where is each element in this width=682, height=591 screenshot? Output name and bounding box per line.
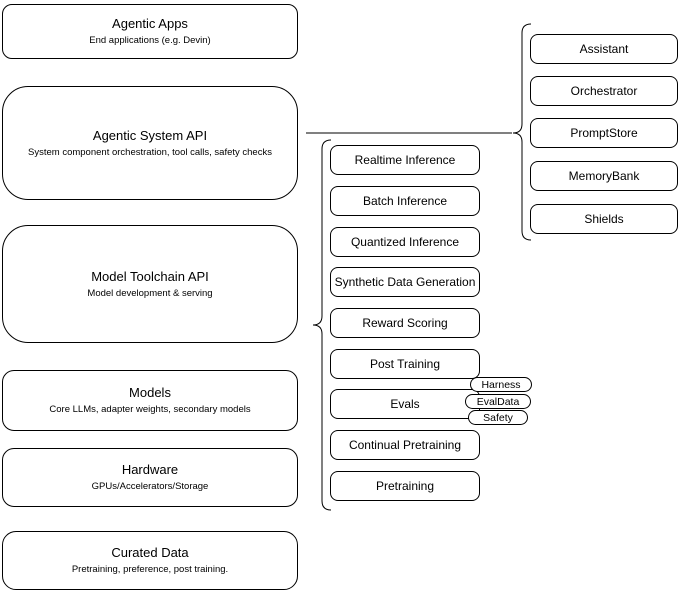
layer-subtitle: GPUs/Accelerators/Storage: [91, 481, 209, 492]
system-component-assistant: Assistant: [530, 34, 678, 64]
system-components-brace: [512, 23, 532, 241]
layer-title: Model Toolchain API: [91, 268, 209, 284]
system-component-orchestrator: Orchestrator: [530, 76, 678, 106]
layer-title: Models: [129, 385, 171, 400]
layer-agentic-apps: Agentic Apps End applications (e.g. Devi…: [2, 4, 298, 59]
layer-curated-data: Curated Data Pretraining, preference, po…: [2, 531, 298, 590]
evals-tag-safety: Safety: [468, 410, 528, 425]
system-component-promptstore: PromptStore: [530, 118, 678, 148]
layer-subtitle: Pretraining, preference, post training.: [71, 564, 229, 575]
toolchain-item-pretraining: Pretraining: [330, 471, 480, 501]
evals-tag-evaldata: EvalData: [465, 394, 531, 409]
toolchain-item-batch-inference: Batch Inference: [330, 186, 480, 216]
layer-agentic-system-api: Agentic System API System component orch…: [2, 86, 298, 200]
evals-tag-harness: Harness: [470, 377, 532, 392]
layer-hardware: Hardware GPUs/Accelerators/Storage: [2, 448, 298, 507]
layer-subtitle: Core LLMs, adapter weights, secondary mo…: [49, 404, 251, 415]
system-component-shields: Shields: [530, 204, 678, 234]
toolchain-item-quantized-inference: Quantized Inference: [330, 227, 480, 257]
layer-title: Agentic Apps: [112, 16, 188, 31]
toolchain-item-continual-pretraining: Continual Pretraining: [330, 430, 480, 460]
layer-title: Agentic System API: [92, 127, 208, 143]
layer-subtitle: System component orchestration, tool cal…: [28, 146, 272, 158]
toolchain-item-synthetic-data-generation: Synthetic Data Generation: [330, 267, 480, 297]
layer-model-toolchain-api: Model Toolchain API Model development & …: [2, 225, 298, 343]
toolchain-item-realtime-inference: Realtime Inference: [330, 145, 480, 175]
layer-title: Curated Data: [111, 545, 189, 560]
layer-models: Models Core LLMs, adapter weights, secon…: [2, 370, 298, 431]
toolchain-item-post-training: Post Training: [330, 349, 480, 379]
system-component-memorybank: MemoryBank: [530, 161, 678, 191]
toolchain-brace: [312, 139, 332, 511]
layer-subtitle: Model development & serving: [87, 287, 213, 299]
layer-subtitle: End applications (e.g. Devin): [89, 35, 211, 46]
toolchain-item-evals: Evals: [330, 389, 480, 419]
toolchain-item-reward-scoring: Reward Scoring: [330, 308, 480, 338]
layer-title: Hardware: [121, 462, 179, 477]
